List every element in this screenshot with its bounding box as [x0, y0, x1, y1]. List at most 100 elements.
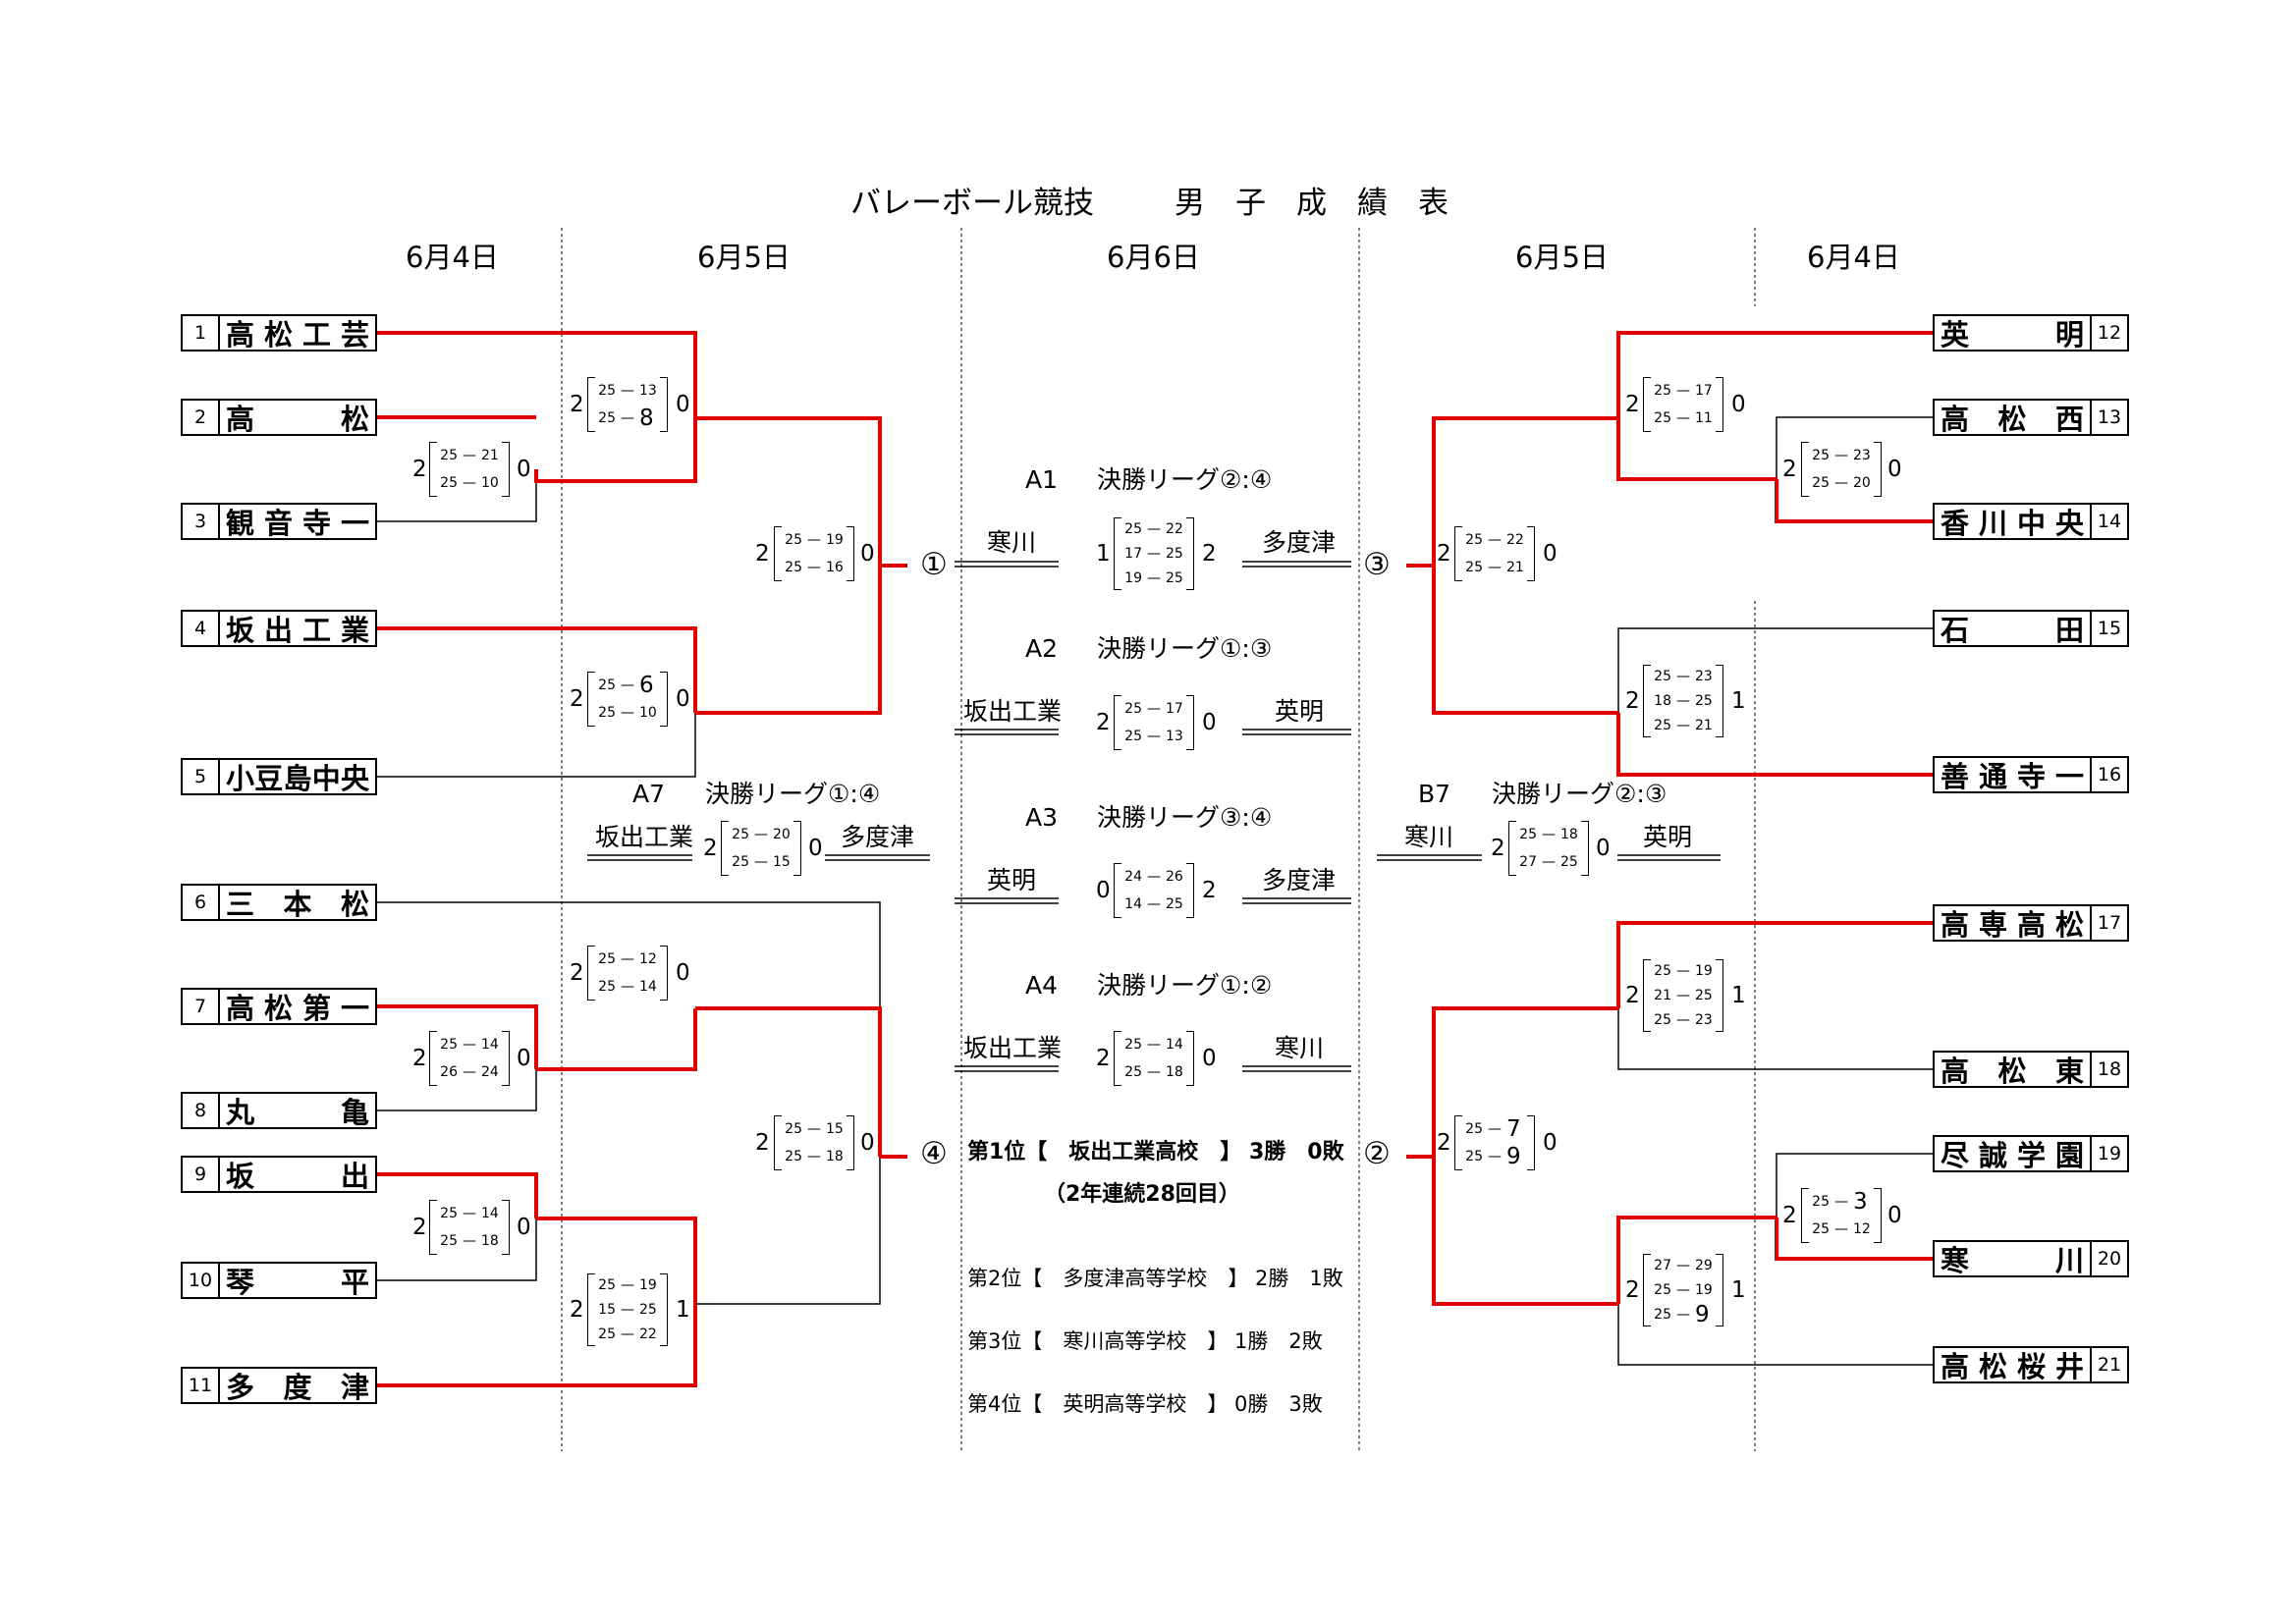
team-left-a4: 坂出工業 [963, 1034, 1063, 1062]
team-number: 19 [2090, 1137, 2127, 1170]
set-row: 25—14 [429, 1204, 510, 1224]
set-row: 25—19 [774, 530, 854, 551]
set-dash: — [1147, 701, 1161, 717]
team-number: 17 [2090, 906, 2127, 940]
team-name-char: 豆 [254, 762, 284, 795]
date-col-4: 6月5日 [1515, 241, 1609, 274]
set-score-left: 25 [1124, 521, 1142, 538]
team-name: 高松工芸 [220, 316, 375, 352]
set-dash: — [621, 677, 634, 693]
set-dash: — [621, 383, 634, 399]
set-score-right: 11 [1695, 410, 1713, 426]
bracket-line [1776, 416, 1933, 479]
team-left-a7: 坂出工業 [595, 823, 694, 851]
team-name-char: 工 [301, 614, 331, 647]
match-code-a3: A3 [1025, 803, 1059, 832]
winner-line [1616, 331, 1933, 418]
set-dash: — [1147, 896, 1161, 912]
match-score-left: 2 [1625, 392, 1640, 417]
set-dash: — [621, 979, 634, 995]
team-name-char: 川 [1978, 507, 2007, 540]
set-score-left: 25 [1124, 1064, 1142, 1080]
team-name-char: 英 [1941, 318, 1970, 352]
match-score-left: 2 [1625, 983, 1640, 1008]
set-score-right: 24 [481, 1064, 499, 1080]
team-number: 9 [183, 1158, 220, 1191]
match-score-right: 0 [1731, 392, 1746, 417]
set-score-right: 18 [1166, 1064, 1183, 1080]
set-score-right: 25 [1695, 987, 1713, 1003]
set-dash: — [1488, 532, 1502, 548]
team-name-char: 松 [340, 403, 369, 436]
bracket-line [377, 1069, 537, 1111]
set-score-right: 20 [773, 827, 791, 842]
set-score-right: 25 [1560, 854, 1578, 870]
winner-line [377, 626, 697, 713]
final-slot-3: ③ [1363, 547, 1391, 582]
set-row: 25—22 [1454, 530, 1535, 551]
league-label-a7: 決勝リーグ①:④ [705, 780, 881, 808]
match-score-left: 2 [1782, 457, 1797, 482]
team-name-char: 高 [1941, 1350, 1970, 1383]
bracket-line [1776, 1153, 1933, 1218]
set-score-left: 25 [440, 448, 458, 463]
set-dash: — [1676, 717, 1690, 733]
team-name-char: 丸 [226, 1096, 255, 1129]
set-row: 25 — 18 [1114, 1062, 1194, 1083]
set-dash: — [807, 532, 821, 548]
team-name-char: 観 [226, 507, 255, 540]
team-name: 高松桜井 [1935, 1348, 2090, 1383]
team-name: 三本松 [220, 886, 375, 921]
match-score-left: 0 [1096, 878, 1111, 903]
set-dash: — [463, 448, 476, 463]
winner-line [1775, 1218, 1933, 1261]
set-score-right: 18 [481, 1233, 499, 1249]
set-dash: — [621, 410, 634, 426]
set-score-right: 25 [1695, 692, 1713, 709]
team-name-char: 津 [340, 1371, 369, 1404]
set-score-left: 25 [1654, 717, 1671, 733]
team-number: 8 [183, 1094, 220, 1127]
set-score-left: 25 [785, 560, 802, 575]
match-score-right: 0 [1887, 1203, 1902, 1228]
set-score-left: 25 [1812, 475, 1830, 491]
set-dash: — [463, 1037, 476, 1053]
set-row: 25—19 [1643, 1279, 1723, 1300]
set-dash: — [754, 854, 768, 870]
set-row: 25—21 [1454, 558, 1535, 578]
set-row: 25—13 [1114, 727, 1194, 747]
set-score-left: 25 [785, 1121, 802, 1137]
team-name: 高専高松 [1935, 906, 2090, 942]
team-number: 10 [183, 1264, 220, 1297]
team-name-char: 川 [2054, 1244, 2084, 1277]
set-score-right: 18 [1560, 827, 1578, 842]
set-score-left: 25 [1654, 410, 1671, 426]
team-name-char: 香 [1941, 507, 1970, 540]
set-score-right: 29 [1695, 1258, 1713, 1274]
set-score-left: 25 [440, 1206, 458, 1221]
set-dash: — [1147, 729, 1161, 744]
team-name-char: 誠 [1978, 1139, 2007, 1172]
match-score-left: 2 [1625, 1277, 1640, 1303]
set-score-right: 10 [481, 475, 499, 491]
set-score-right: 22 [639, 1326, 657, 1342]
date-col-3: 6月6日 [1107, 241, 1200, 274]
set-score-left: 14 [1124, 896, 1142, 912]
set-dash: — [1834, 1221, 1848, 1237]
set-score-left: 25 [598, 410, 616, 426]
match-score-right: 0 [517, 457, 531, 482]
match-score-right: 0 [676, 960, 690, 986]
set-row: 25—14 [587, 977, 668, 998]
winner-line [1432, 416, 1618, 566]
match-score-right: 0 [1543, 541, 1558, 567]
set-dash: — [1147, 1064, 1161, 1080]
